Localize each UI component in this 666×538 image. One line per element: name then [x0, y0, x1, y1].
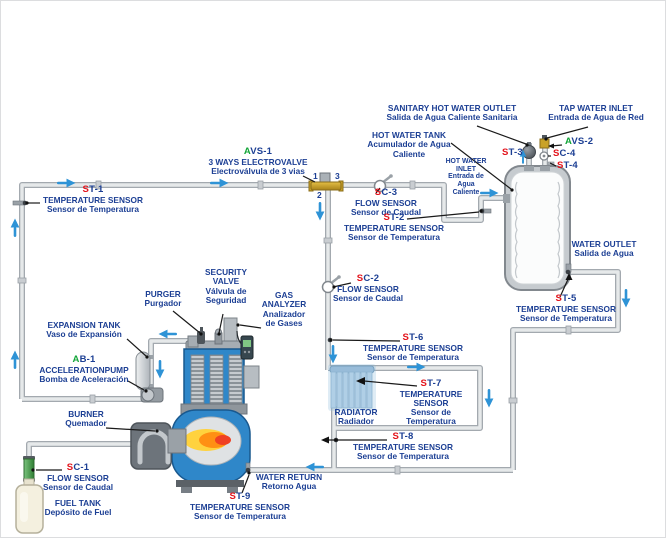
label-gas-analyzer: GAS ANALYZER Analizador de Gases [261, 290, 307, 328]
label-st8: ST-8 TEMPERATURE SENSOR Sensor de Temper… [353, 431, 453, 461]
security-valve-device [214, 328, 223, 345]
label-st3: ST-3 [502, 147, 523, 159]
avs1-port-2: 2 [317, 190, 322, 200]
avs1-code: AVS-1 [243, 146, 273, 157]
label-hot-water-tank: HOT WATER TANK Acumulador de Agua Calien… [367, 130, 451, 159]
label-st2: ST-2 TEMPERATURE SENSOR Sensor de Temper… [344, 212, 444, 242]
sc2-code: SC-2 [356, 273, 380, 284]
label-water-return: WATER RETURN Retorno Agua [255, 472, 323, 492]
label-avs2: AVS-2 [565, 136, 594, 148]
label-security-valve: SECURITY VALVE Válvula de Seguridad [205, 267, 247, 305]
leader-dots [25, 137, 573, 475]
label-ab1: AB-1 ACCELERATIONPUMP Bomba de Aceleraci… [39, 354, 129, 384]
st2-code: ST-2 [383, 212, 405, 223]
avs1-port-3: 3 [335, 171, 340, 181]
st4-code: ST-4 [557, 160, 578, 171]
gas-analyzer-device [236, 330, 254, 360]
label-st5: ST-5 TEMPERATURE SENSOR Sensor de Temper… [516, 293, 616, 323]
label-sc2: SC-2 FLOW SENSOR Sensor de Caudal [332, 273, 404, 303]
st7-code: ST-7 [420, 378, 442, 389]
temperature-sensor-markers [12, 200, 572, 473]
st6-code: ST-6 [402, 332, 424, 343]
sc4-flow-sensor [539, 151, 549, 161]
boiler [171, 317, 260, 493]
chimney [223, 317, 238, 345]
label-avs1: AVS-1 3 WAYS ELECTROVALVE Electroválvula… [208, 146, 308, 176]
label-st1: ST-1 TEMPERATURE SENSOR Sensor de Temper… [43, 184, 143, 214]
st8-code: ST-8 [392, 431, 414, 442]
label-sanitary-outlet: SANITARY HOT WATER OUTLET Salida de Agua… [386, 103, 518, 123]
burner-unit [130, 422, 187, 470]
label-fuel-tank: FUEL TANK Depósito de Fuel [44, 498, 112, 518]
label-radiator: RADIATOR Radiador [334, 407, 378, 427]
label-sc1: SC-1 FLOW SENSOR Sensor de Caudal [42, 462, 114, 492]
avs2-electrovalve [539, 135, 550, 149]
label-sc3: SC-3 FLOW SENSOR Sensor de Caudal [350, 187, 422, 217]
label-expansion-tank: EXPANSION TANK Vaso de Expansión [46, 320, 122, 340]
sc4-code: SC-4 [553, 148, 576, 159]
flame [184, 429, 231, 451]
acceleration-pump-device [140, 387, 164, 403]
avs2-code: AVS-2 [565, 136, 594, 147]
st3-code: ST-3 [502, 147, 523, 158]
avs1-three-way-valve [308, 172, 344, 192]
expansion-tank-device [135, 351, 153, 391]
label-st9: ST-9 TEMPERATURE SENSOR Sensor de Temper… [190, 491, 290, 521]
pipes [17, 137, 621, 486]
label-tap-inlet: TAP WATER INLET Entrada de Agua de Red [548, 103, 644, 123]
label-burner: BURNER Quemador [65, 409, 107, 429]
st9-code: ST-9 [229, 491, 251, 502]
leader-lines [28, 125, 589, 494]
hot-water-tank-device [503, 135, 571, 291]
label-sc4: SC-4 [553, 148, 576, 160]
label-st4: ST-4 [557, 160, 578, 172]
fuel-tank-device [15, 478, 44, 534]
st5-code: ST-5 [555, 293, 577, 304]
label-hot-water-inlet: HOT WATER INLET Entrada de Agua Caliente [445, 158, 487, 196]
avs1-port-1: 1 [313, 171, 318, 181]
label-st7: ST-7 TEMPERATURE SENSOR Sensor de Temper… [399, 378, 463, 427]
radiator-device [328, 364, 376, 411]
label-water-outlet: WATER OUTLET Salida de Agua [571, 239, 637, 259]
label-st6: ST-6 TEMPERATURE SENSOR Sensor de Temper… [363, 332, 463, 362]
st1-code: ST-1 [82, 184, 104, 195]
sc3-code: SC-3 [374, 187, 398, 198]
ab1-code: AB-1 [72, 354, 96, 365]
label-purger: PURGER Purgador [144, 289, 182, 309]
purger-valve [197, 331, 205, 344]
sc1-code: SC-1 [66, 462, 90, 473]
sc3-flow-sensor [373, 174, 393, 193]
